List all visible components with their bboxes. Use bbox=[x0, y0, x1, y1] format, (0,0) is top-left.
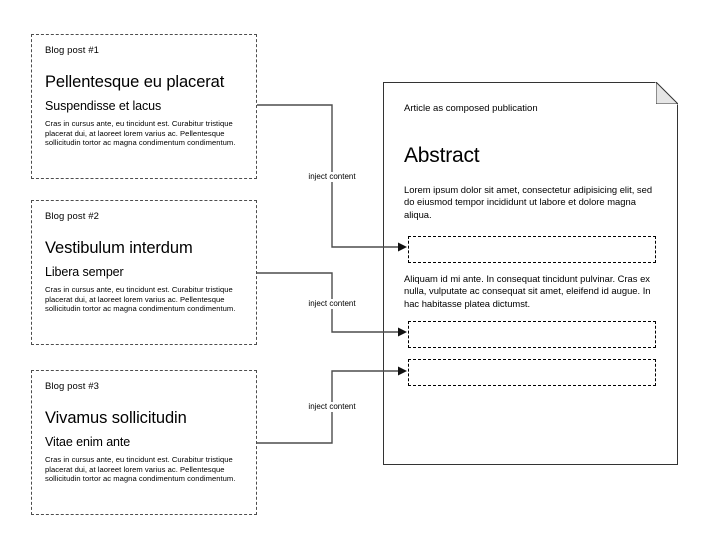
blog-post-card-2[interactable]: Blog post #2 Vestibulum interdum Libera … bbox=[31, 200, 257, 345]
document-paragraph: Aliquam id mi ante. In consequat tincidu… bbox=[404, 273, 651, 309]
blog-post-eyebrow: Blog post #1 bbox=[45, 45, 100, 56]
blog-post-card-1[interactable]: Blog post #1 Pellentesque eu placerat Su… bbox=[31, 34, 257, 179]
document-paragraph: Lorem ipsum dolor sit amet, consectetur … bbox=[404, 184, 653, 220]
blog-post-title: Pellentesque eu placerat bbox=[45, 73, 225, 91]
page-fold-corner-icon bbox=[656, 82, 678, 104]
blog-post-title: Vivamus sollicitudin bbox=[45, 409, 187, 427]
content-slot-3[interactable] bbox=[408, 359, 656, 386]
blog-post-body: Cras in cursus ante, eu tincidunt est. C… bbox=[45, 455, 236, 484]
connector-label-1: inject content bbox=[305, 172, 359, 182]
blog-post-body: Cras in cursus ante, eu tincidunt est. C… bbox=[45, 119, 236, 148]
blog-post-eyebrow: Blog post #3 bbox=[45, 381, 100, 392]
blog-post-body: Cras in cursus ante, eu tincidunt est. C… bbox=[45, 285, 236, 314]
blog-post-subtitle: Suspendisse et lacus bbox=[45, 99, 162, 113]
blog-post-title: Vestibulum interdum bbox=[45, 239, 193, 257]
blog-post-subtitle: Libera semper bbox=[45, 265, 124, 279]
composed-publication-document[interactable]: Article as composed publication Abstract… bbox=[383, 82, 678, 465]
blog-post-eyebrow: Blog post #2 bbox=[45, 211, 100, 222]
connector-label-3: inject content bbox=[305, 402, 359, 412]
content-slot-2[interactable] bbox=[408, 321, 656, 348]
document-eyebrow: Article as composed publication bbox=[404, 103, 538, 114]
content-slot-1[interactable] bbox=[408, 236, 656, 263]
blog-post-card-3[interactable]: Blog post #3 Vivamus sollicitudin Vitae … bbox=[31, 370, 257, 515]
connector-label-2: inject content bbox=[305, 299, 359, 309]
document-heading: Abstract bbox=[404, 144, 480, 167]
blog-post-subtitle: Vitae enim ante bbox=[45, 435, 131, 449]
